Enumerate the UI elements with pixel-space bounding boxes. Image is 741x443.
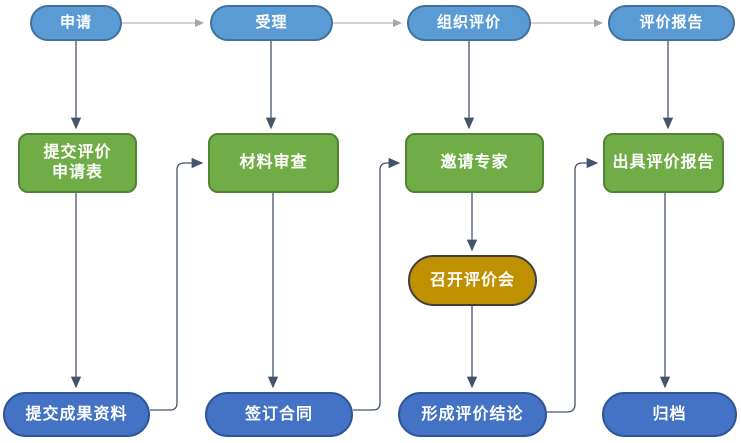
node-material-review: 材料审查 bbox=[208, 133, 339, 193]
node-apply: 申请 bbox=[30, 5, 122, 41]
node-accept-label: 受理 bbox=[255, 13, 288, 31]
node-meeting: 召开评价会 bbox=[408, 255, 537, 306]
node-archive: 归档 bbox=[602, 392, 737, 437]
node-meeting-label: 召开评价会 bbox=[429, 271, 515, 289]
node-submit-form-line1: 提交评价 bbox=[43, 144, 112, 161]
node-submit-form: 提交评价 申请表 bbox=[18, 133, 137, 193]
node-submit-materials: 提交成果资料 bbox=[3, 392, 150, 437]
node-issue-report-label: 出具评价报告 bbox=[612, 154, 715, 171]
connector-submitmaterials-materialreview bbox=[150, 157, 204, 411]
node-sign-contract: 签订合同 bbox=[205, 392, 353, 437]
node-issue-report: 出具评价报告 bbox=[603, 133, 724, 193]
node-invite-experts-label: 邀请专家 bbox=[440, 154, 509, 171]
node-report-label: 评价报告 bbox=[639, 13, 704, 31]
node-conclusion-label: 形成评价结论 bbox=[421, 405, 524, 423]
node-sign-contract-label: 签订合同 bbox=[244, 405, 313, 423]
node-conclusion: 形成评价结论 bbox=[398, 392, 547, 437]
node-accept: 受理 bbox=[210, 5, 333, 41]
connector-signcontract-inviteexperts bbox=[353, 157, 401, 411]
node-apply-label: 申请 bbox=[59, 13, 92, 31]
node-invite-experts: 邀请专家 bbox=[405, 133, 544, 193]
node-archive-label: 归档 bbox=[652, 405, 687, 423]
connector-conclusion-issuereport bbox=[547, 157, 599, 413]
node-organize-label: 组织评价 bbox=[436, 13, 501, 31]
node-organize: 组织评价 bbox=[407, 5, 531, 41]
node-submit-materials-label: 提交成果资料 bbox=[25, 405, 128, 423]
node-submit-form-line2: 申请表 bbox=[51, 164, 103, 181]
node-report: 评价报告 bbox=[608, 5, 735, 41]
node-material-review-label: 材料审查 bbox=[239, 154, 308, 171]
